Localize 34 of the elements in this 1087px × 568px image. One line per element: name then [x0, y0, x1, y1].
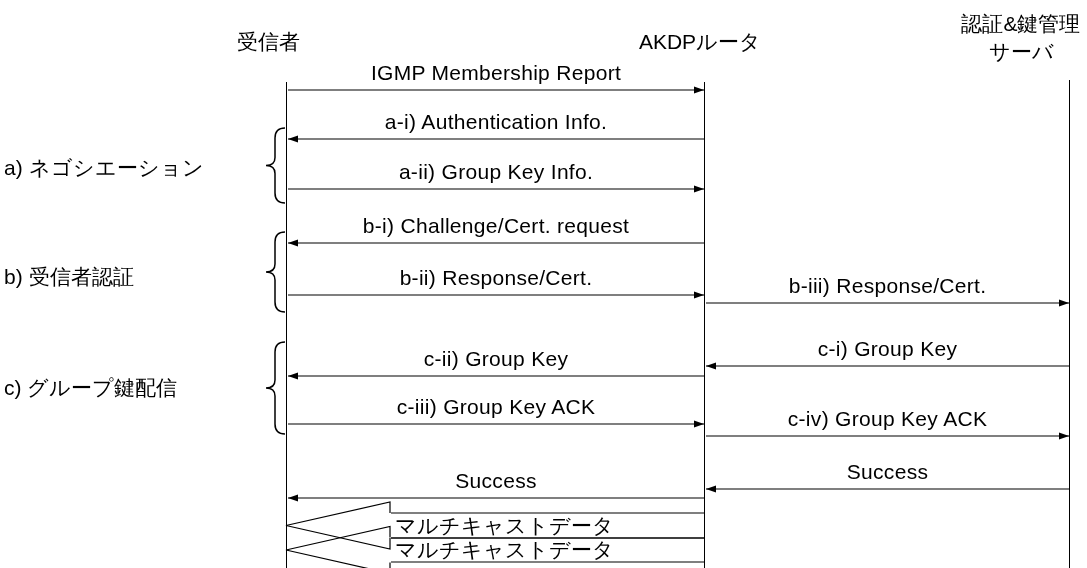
participant-label: 認証&鍵管理サーバ	[960, 11, 1082, 65]
edge-label: b-iii) Response/Cert.	[788, 274, 987, 298]
edge-label: マルチキャストデータ	[395, 538, 614, 562]
edge-label: a-i) Authentication Info.	[384, 110, 608, 134]
arrow	[705, 485, 1070, 493]
arrow	[287, 239, 705, 247]
arrow	[287, 494, 705, 502]
participant-label: AKDPルータ	[637, 29, 763, 55]
edge-label: c-i) Group Key	[817, 337, 958, 361]
arrow	[287, 420, 705, 428]
arrow	[287, 86, 705, 94]
edge-label: マルチキャストデータ	[395, 513, 614, 538]
arrow	[287, 185, 705, 193]
edge-label: b-i) Challenge/Cert. request	[362, 214, 630, 238]
edge-label: IGMP Membership Report	[370, 61, 622, 85]
edge-label: c-ii) Group Key	[423, 347, 569, 371]
edge-label: Success	[846, 460, 929, 484]
arrow	[287, 291, 705, 299]
arrow	[287, 135, 705, 143]
arrow	[705, 299, 1070, 307]
group-label: b) 受信者認証	[4, 265, 134, 289]
group-label: c) グループ鍵配信	[4, 376, 178, 400]
edge-label: a-ii) Group Key Info.	[398, 160, 594, 184]
arrow	[705, 362, 1070, 370]
arrow	[705, 432, 1070, 440]
edge-label: b-ii) Response/Cert.	[399, 266, 593, 290]
group-label: a) ネゴシエーション	[4, 156, 204, 180]
edge-label: c-iv) Group Key ACK	[787, 407, 988, 431]
arrow	[287, 372, 705, 380]
block-arrow	[285, 501, 706, 550]
edge-label: c-iii) Group Key ACK	[396, 395, 596, 419]
participant-label: 受信者	[235, 29, 301, 55]
block-arrow	[285, 525, 706, 568]
edge-label: Success	[455, 469, 537, 493]
